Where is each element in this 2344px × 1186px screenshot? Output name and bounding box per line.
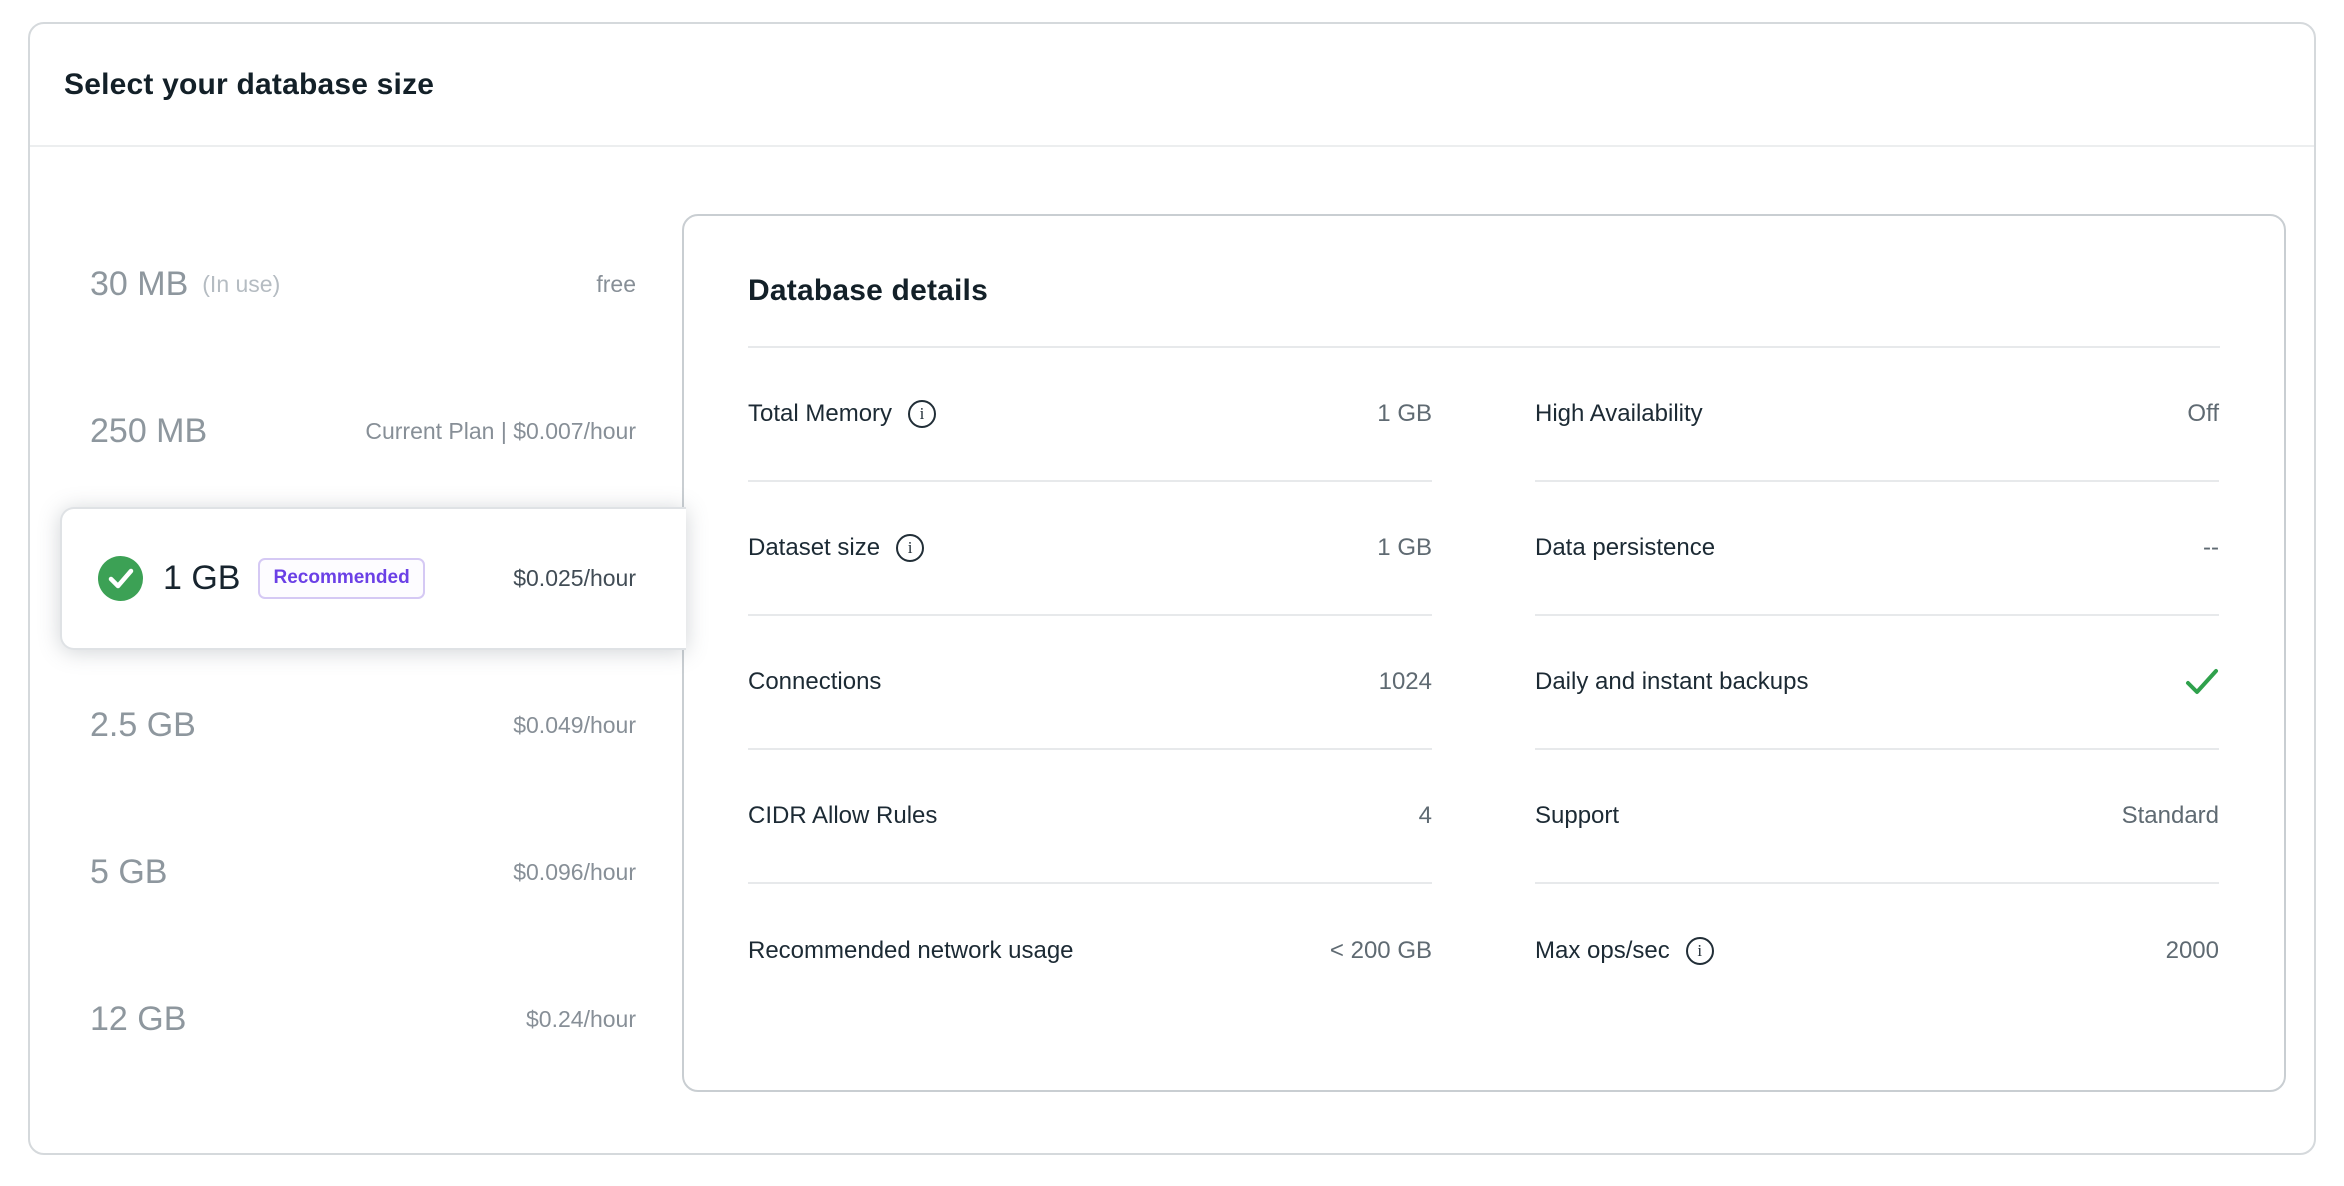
detail-row-daily-instant-backups: Daily and instant backups [1535,616,2219,750]
plan-price: $0.025/hour [513,565,636,591]
card-body: Database details Total Memory i 1 GB Dat… [30,147,2314,1153]
detail-row-recommended-network-usage: Recommended network usage < 200 GB [748,884,1432,1018]
detail-label: Data persistence [1535,534,1716,561]
detail-value: Standard [2121,802,2219,829]
detail-row-high-availability: High Availability Off [1535,348,2219,482]
plan-price: free [596,271,636,297]
detail-value: 1024 [1378,668,1432,695]
page-title: Select your database size [64,67,435,101]
detail-row-data-persistence: Data persistence -- [1535,482,2219,616]
recommended-badge: Recommended [258,558,425,599]
plan-price: $0.049/hour [513,712,636,738]
plan-price: $0.096/hour [513,859,636,885]
detail-label: High Availability [1535,400,1703,427]
database-details-panel: Database details Total Memory i 1 GB Dat… [682,214,2286,1092]
plan-option-30mb[interactable]: 30 MB (In use) free [30,211,686,358]
plan-size-label: 2.5 GB [90,706,196,744]
details-right-column: High Availability Off Data persistence -… [1535,348,2219,1018]
plan-price: $0.24/hour [526,1006,636,1032]
plan-option-12gb[interactable]: 12 GB $0.24/hour [30,946,686,1093]
plan-option-1gb-selected[interactable]: 1 GB Recommended $0.025/hour [60,507,686,650]
database-size-card: Select your database size Database detai… [28,22,2316,1155]
plan-in-use-note: (In use) [202,271,281,297]
check-icon [2185,668,2219,696]
plan-option-250mb[interactable]: 250 MB Current Plan | $0.007/hour [30,358,686,505]
detail-label: Max ops/sec [1535,937,1670,964]
plan-size-label: 1 GB [163,559,241,597]
detail-row-max-ops-sec: Max ops/sec i 2000 [1535,884,2219,1018]
detail-value: 4 [1418,802,1432,829]
detail-row-connections: Connections 1024 [748,616,1432,750]
plan-size-label: 250 MB [90,412,208,450]
plan-price: Current Plan | $0.007/hour [365,418,636,444]
detail-value: 1 GB [1377,400,1432,427]
detail-row-cidr-allow-rules: CIDR Allow Rules 4 [748,750,1432,884]
detail-value: -- [2203,534,2219,561]
plan-size-label: 30 MB [90,265,189,303]
info-icon[interactable]: i [1685,937,1714,965]
plan-size-label: 5 GB [90,853,168,891]
info-icon[interactable]: i [896,534,925,562]
detail-label: Connections [748,668,882,695]
detail-label: Support [1535,802,1620,829]
details-left-column: Total Memory i 1 GB Dataset size i 1 GB [748,348,1432,1018]
plan-option-2-5gb[interactable]: 2.5 GB $0.049/hour [30,652,686,799]
detail-value: Off [2187,400,2219,427]
detail-row-dataset-size: Dataset size i 1 GB [748,482,1432,616]
detail-label: Daily and instant backups [1535,668,1809,695]
detail-label: CIDR Allow Rules [748,802,938,829]
detail-row-total-memory: Total Memory i 1 GB [748,348,1432,482]
info-icon[interactable]: i [908,400,937,428]
detail-value: < 200 GB [1329,937,1432,964]
detail-label: Dataset size [748,534,881,561]
detail-value: 1 GB [1377,534,1432,561]
details-title: Database details [748,274,988,307]
card-header: Select your database size [30,24,2314,147]
detail-row-support: Support Standard [1535,750,2219,884]
details-title-divider [748,346,2220,348]
detail-value: 2000 [2165,937,2219,964]
plan-size-list: 30 MB (In use) free 250 MB Current Plan … [30,147,686,1093]
detail-label: Recommended network usage [748,937,1074,964]
selected-check-icon [98,556,143,601]
detail-label: Total Memory [748,400,893,427]
details-grid: Total Memory i 1 GB Dataset size i 1 GB [748,348,2220,1018]
plan-option-5gb[interactable]: 5 GB $0.096/hour [30,799,686,946]
plan-size-label: 12 GB [90,1000,187,1038]
